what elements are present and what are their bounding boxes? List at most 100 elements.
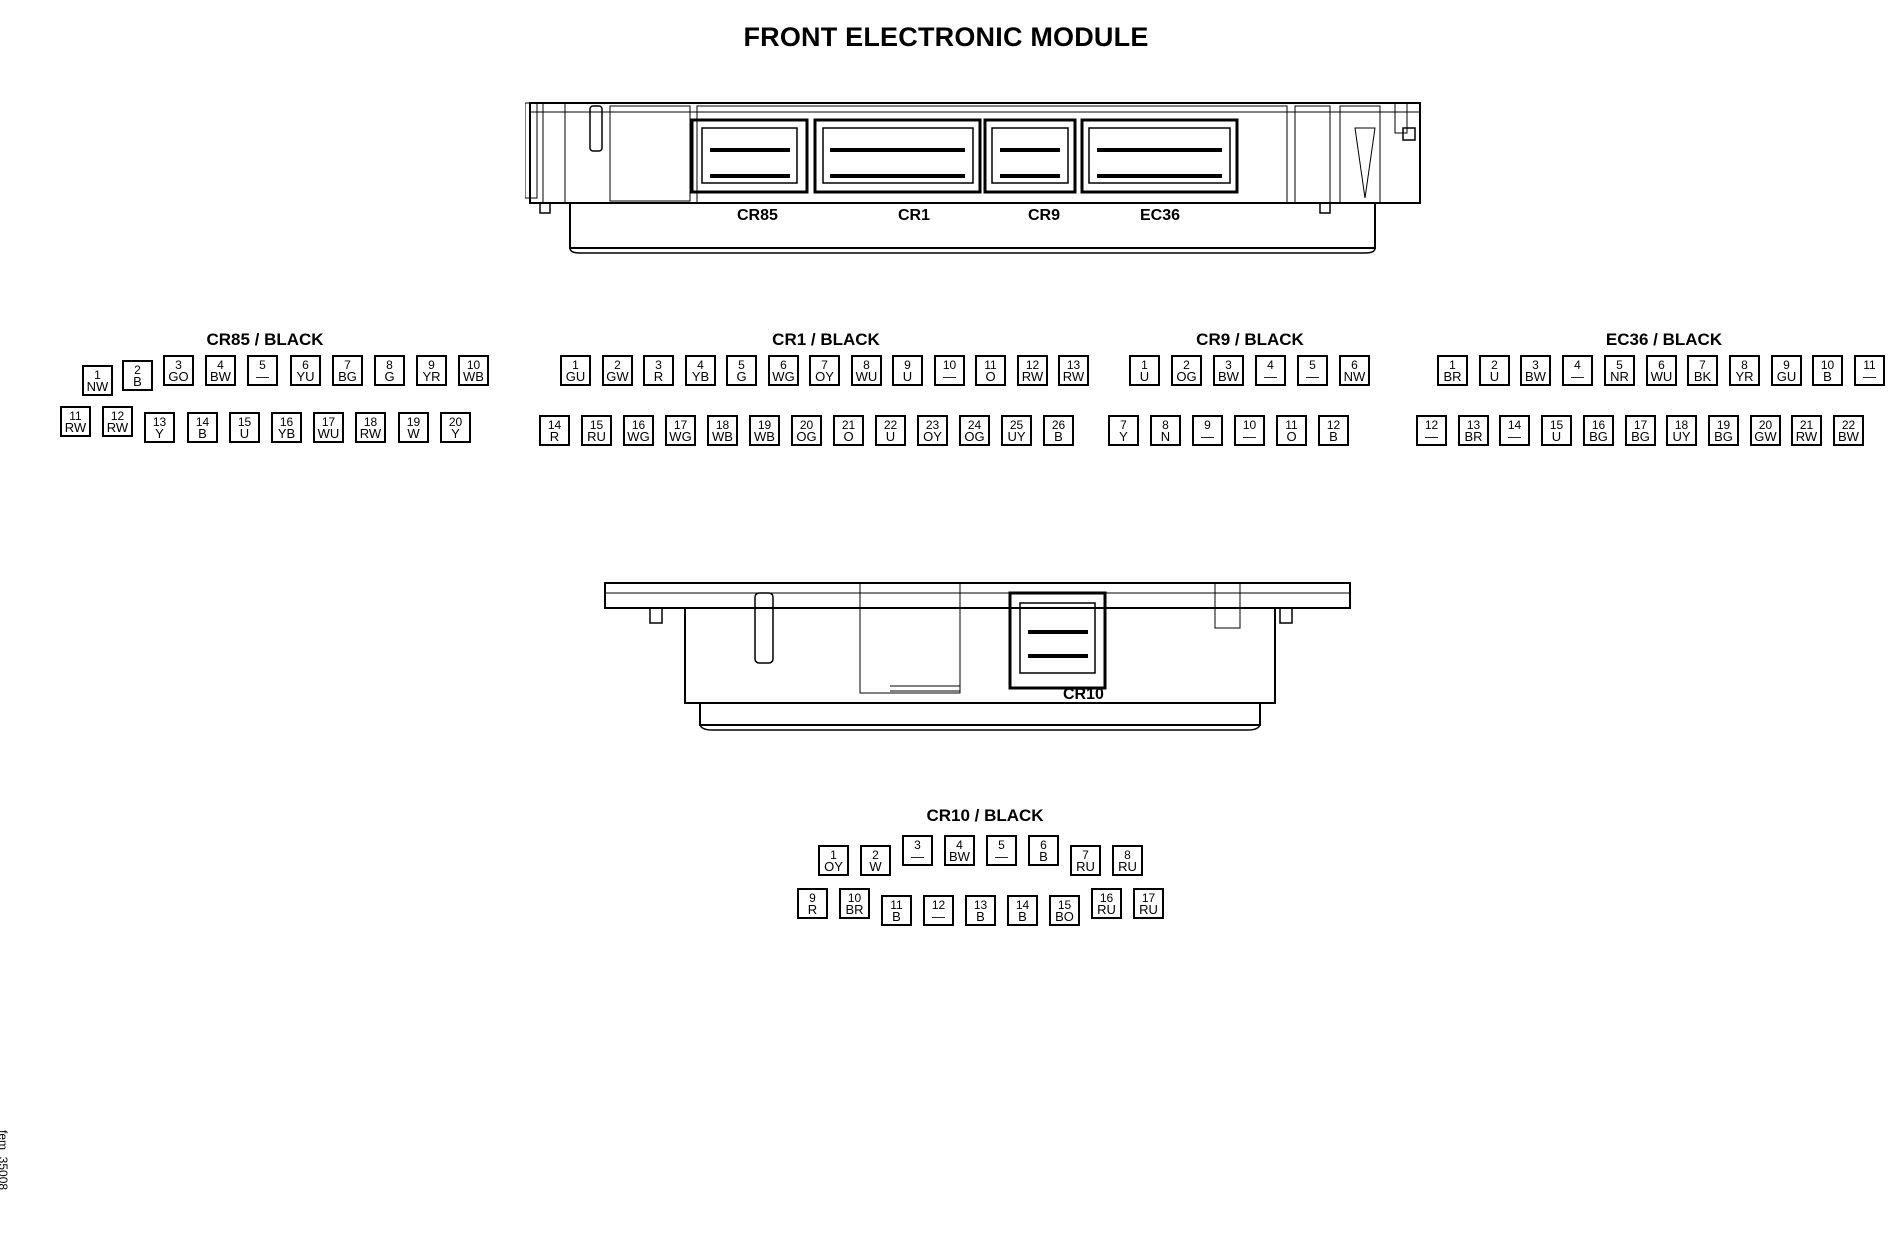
connector-label-ec36: EC36 xyxy=(1140,207,1181,224)
wire-color-code: UY xyxy=(1672,428,1691,444)
pin-number: 6 xyxy=(302,357,309,372)
pin-cell: 12— xyxy=(1416,415,1447,446)
pin-number: 15 xyxy=(237,414,252,429)
pin-number: 4 xyxy=(1574,357,1581,372)
pin-number: 12 xyxy=(1326,417,1341,432)
wire-color-code: BO xyxy=(1055,908,1074,924)
wire-color-code: RW xyxy=(359,425,382,441)
wire-color-code: GW xyxy=(1754,428,1777,444)
wire-color-code: U xyxy=(885,428,896,444)
pin-number: 10 xyxy=(1820,357,1835,372)
connector-title-cr10: CR10 / BLACK xyxy=(926,806,1044,825)
wire-color-code: U xyxy=(239,425,250,441)
pin-number: 4 xyxy=(1267,357,1274,372)
front-module-top-view xyxy=(525,102,1421,254)
wire-color-code: Y xyxy=(155,425,164,441)
pin-number: 8 xyxy=(1124,847,1131,862)
pin-number: 1 xyxy=(94,367,101,382)
wire-color-code: OG xyxy=(1176,368,1197,384)
wire-color-code: UY xyxy=(1007,428,1026,444)
pin-number: 25 xyxy=(1009,417,1024,432)
pin-number: 22 xyxy=(883,417,898,432)
pin-number: 10 xyxy=(847,890,862,905)
wire-color-code: O xyxy=(843,428,854,444)
wire-color-code: NR xyxy=(1610,368,1629,384)
pin-number: 9 xyxy=(1783,357,1790,372)
wire-color-code: YR xyxy=(422,368,441,384)
pin-number: 3 xyxy=(1532,357,1539,372)
pin-number: 11 xyxy=(1285,417,1298,432)
pin-number: 3 xyxy=(655,357,662,372)
wire-color-code: B xyxy=(1329,428,1338,444)
pin-number: 9 xyxy=(428,357,435,372)
wire-color-code: — xyxy=(943,368,956,384)
wire-color-code: YU xyxy=(296,368,315,384)
wire-color-code: RU xyxy=(1118,858,1137,874)
wire-color-code: W xyxy=(407,425,420,441)
pin-number: 17 xyxy=(321,414,336,429)
wire-color-code: WU xyxy=(1650,368,1673,384)
pin-number: 8 xyxy=(386,357,393,372)
pin-number: 6 xyxy=(1040,837,1047,852)
pin-number: 7 xyxy=(1120,417,1127,432)
wire-color-code: WU xyxy=(317,425,340,441)
wire-color-code: GU xyxy=(1776,368,1797,384)
pin-cell: 10— xyxy=(934,355,965,386)
pin-number: 24 xyxy=(967,417,982,432)
wire-color-code: G xyxy=(736,368,747,384)
pin-number: 1 xyxy=(1141,357,1148,372)
pin-number: 14 xyxy=(547,417,562,432)
wire-color-code: BW xyxy=(1525,368,1546,384)
connector-title-cr9: CR9 / BLACK xyxy=(1196,330,1304,349)
pin-number: 20 xyxy=(448,414,463,429)
pin-number: 4 xyxy=(956,837,963,852)
pin-cell: 9— xyxy=(1192,415,1223,446)
wire-color-code: NW xyxy=(1343,368,1366,384)
pin-number: 16 xyxy=(1099,890,1114,905)
pin-cell: 5— xyxy=(986,835,1017,866)
wire-color-code: BW xyxy=(1838,428,1859,444)
pin-number: 21 xyxy=(841,417,856,432)
wire-color-code: RW xyxy=(64,419,87,435)
wire-color-code: — xyxy=(995,848,1008,864)
pin-number: 10 xyxy=(942,357,957,372)
pin-cell: 10— xyxy=(1234,415,1265,446)
pin-number: 17 xyxy=(1141,890,1156,905)
connector-label-cr1: CR1 xyxy=(898,207,931,224)
pin-number: 7 xyxy=(344,357,351,372)
wire-color-code: RW xyxy=(1021,368,1044,384)
wire-color-code: RW xyxy=(106,419,129,435)
pin-number: 11 xyxy=(984,357,997,372)
